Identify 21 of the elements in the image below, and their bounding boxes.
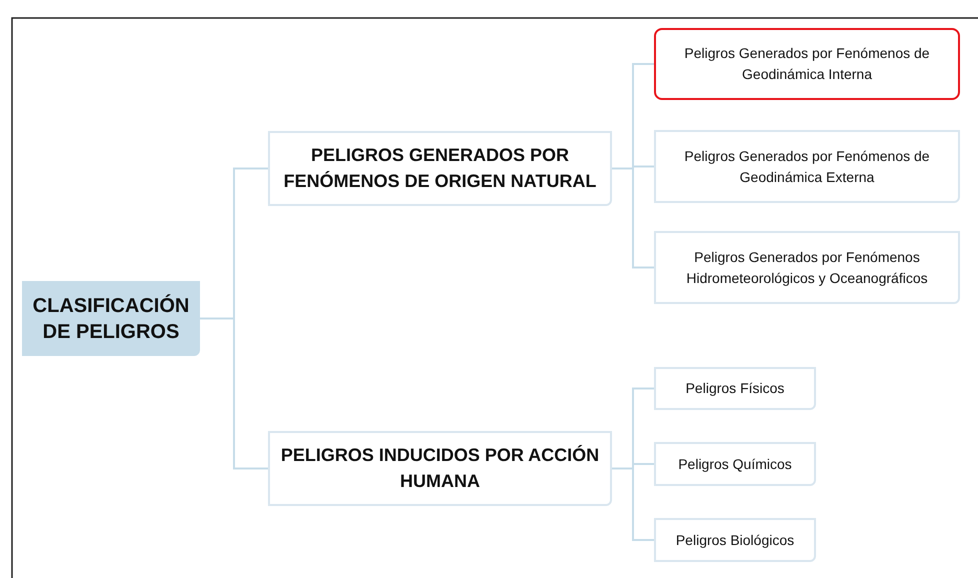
node-label: CLASIFICACIÓN DE PELIGROS [32,293,190,344]
category-box [654,130,960,203]
category-box [268,431,612,506]
connector-line [200,318,268,470]
category-box [654,367,816,410]
connector-line [612,168,654,268]
node-label: Peligros Físicos [686,379,784,398]
connector-line [612,468,654,541]
node-label: Peligros Biológicos [676,530,794,550]
root-box [22,281,200,356]
node-label: Peligros Generados por Fenómenos de Geodinámica Interna [683,44,931,84]
category-box [654,518,816,562]
node-label: PELIGROS INDUCIDOS POR ACCIÓN HUMANA [280,444,600,492]
node-label: Peligros Químicos [678,454,792,474]
category-box [654,442,816,486]
category-box [654,231,960,304]
node-label: Peligros Generados por Fenómenos de Geodinámica Externa [683,146,931,186]
node-label: Peligros Generados por Fenómenos Hidrometeorológicos y Oceanográficos [685,248,929,288]
category-box [268,131,612,206]
category-box [654,28,960,100]
node-label: PELIGROS GENERADOS POR FENÓMENOS DE ORIGEN NATURAL [282,144,598,192]
